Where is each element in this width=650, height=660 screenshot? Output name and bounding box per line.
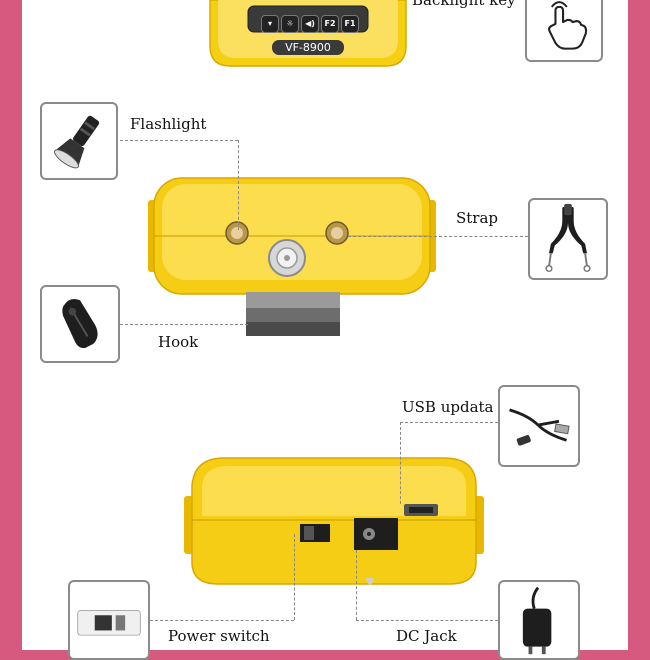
dc-jack-thumb: [498, 580, 580, 660]
hook-clip-icon: [62, 299, 98, 349]
dc-jack-leader-h: [356, 620, 498, 621]
usb-update-label: USB updata: [402, 398, 494, 416]
power-switch-thumb: [68, 580, 150, 660]
hand-tap-icon: [548, 1, 588, 50]
power-adapter-icon: [522, 586, 552, 655]
hook-leader: [120, 324, 248, 325]
menu-key[interactable]: ▾: [261, 15, 279, 33]
backlight-key-label: Backlight key: [412, 0, 516, 9]
strap-thumb: [528, 198, 608, 280]
flashlight-label: Flashlight: [130, 115, 207, 133]
dc-jack-leader-v: [356, 550, 357, 620]
model-label: VF-8900: [285, 41, 331, 54]
strap-label: Strap: [456, 209, 499, 227]
usb-update-thumb: [498, 385, 580, 467]
backlight-key-thumb: [525, 0, 603, 62]
flashlight-thumb: [40, 102, 118, 180]
strap-icon: [545, 203, 591, 273]
usb-leader-v: [400, 422, 401, 504]
f2-key[interactable]: F2: [321, 15, 339, 33]
device-front-view: [148, 177, 436, 336]
volume-key[interactable]: ◀): [301, 15, 319, 33]
usb-leader-h: [400, 422, 498, 423]
device-bottom-view: [184, 457, 484, 585]
usb-cable-icon: [509, 408, 570, 446]
power-switch-leader-v: [294, 534, 295, 620]
power-switch-leader-h: [150, 620, 294, 621]
power-switch-icon: [77, 610, 141, 636]
flashlight-leader-v: [238, 140, 239, 230]
strap-leader: [348, 236, 528, 237]
backlight-key[interactable]: ☼: [281, 15, 299, 33]
flashlight-leader-h: [120, 140, 238, 141]
hook-label: Hook: [158, 333, 199, 351]
f1-key[interactable]: F1: [341, 15, 359, 33]
flashlight-icon: [54, 115, 100, 169]
dc-jack-label: DC Jack: [396, 627, 457, 645]
power-switch-label: Power switch: [168, 627, 270, 645]
hook-thumb: [40, 285, 120, 363]
